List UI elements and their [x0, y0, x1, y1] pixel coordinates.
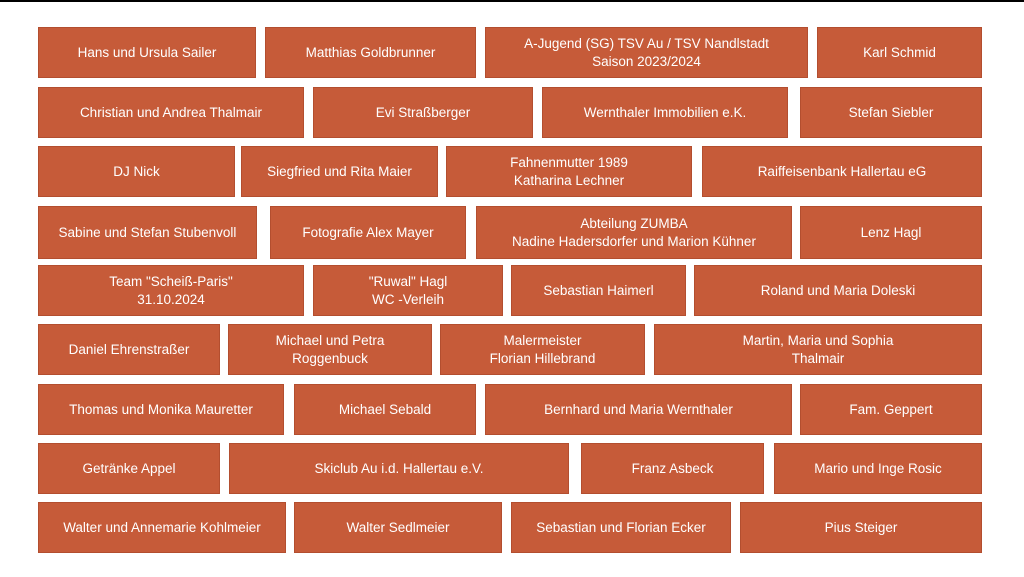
sponsor-brick: Evi Straßberger	[313, 87, 533, 138]
sponsor-brick: Thomas und Monika Mauretter	[38, 384, 284, 435]
sponsor-brick: Wernthaler Immobilien e.K.	[542, 87, 788, 138]
sponsor-brick: Stefan Siebler	[800, 87, 982, 138]
sponsor-brick: Mario und Inge Rosic	[774, 443, 982, 494]
sponsor-brick: Michael und Petra Roggenbuck	[228, 324, 432, 375]
sponsor-brick: Daniel Ehrenstraßer	[38, 324, 220, 375]
sponsor-brick: DJ Nick	[38, 146, 235, 197]
sponsor-brick: Fam. Geppert	[800, 384, 982, 435]
sponsor-brick: Martin, Maria und Sophia Thalmair	[654, 324, 982, 375]
sponsor-brick: Karl Schmid	[817, 27, 982, 78]
sponsor-brick: "Ruwal" Hagl WC -Verleih	[313, 265, 503, 316]
sponsor-brick: Getränke Appel	[38, 443, 220, 494]
sponsor-brick: Bernhard und Maria Wernthaler	[485, 384, 792, 435]
sponsor-brick: Team "Scheiß-Paris" 31.10.2024	[38, 265, 304, 316]
sponsor-brick: Malermeister Florian Hillebrand	[440, 324, 645, 375]
sponsor-brick: Sebastian und Florian Ecker	[511, 502, 731, 553]
sponsor-brick: Raiffeisenbank Hallertau eG	[702, 146, 982, 197]
sponsor-brick: Fahnenmutter 1989 Katharina Lechner	[446, 146, 692, 197]
sponsor-brick: Walter und Annemarie Kohlmeier	[38, 502, 286, 553]
sponsor-brick: Abteilung ZUMBA Nadine Hadersdorfer und …	[476, 206, 792, 259]
sponsor-brick: Sebastian Haimerl	[511, 265, 686, 316]
sponsor-brick: Pius Steiger	[740, 502, 982, 553]
sponsor-brick: Michael Sebald	[294, 384, 476, 435]
sponsor-brick: Christian und Andrea Thalmair	[38, 87, 304, 138]
sponsor-brick: Hans und Ursula Sailer	[38, 27, 256, 78]
sponsor-brick: Roland und Maria Doleski	[694, 265, 982, 316]
sponsor-brick: Matthias Goldbrunner	[265, 27, 476, 78]
sponsor-brick: A-Jugend (SG) TSV Au / TSV Nandlstadt Sa…	[485, 27, 808, 78]
sponsor-brick: Skiclub Au i.d. Hallertau e.V.	[229, 443, 569, 494]
top-border-line	[0, 0, 1024, 2]
sponsor-brick: Walter Sedlmeier	[294, 502, 502, 553]
sponsor-brick: Siegfried und Rita Maier	[241, 146, 438, 197]
sponsor-brick: Lenz Hagl	[800, 206, 982, 259]
sponsor-brick: Fotografie Alex Mayer	[270, 206, 466, 259]
sponsor-brick: Franz Asbeck	[581, 443, 764, 494]
sponsor-brick: Sabine und Stefan Stubenvoll	[38, 206, 257, 259]
